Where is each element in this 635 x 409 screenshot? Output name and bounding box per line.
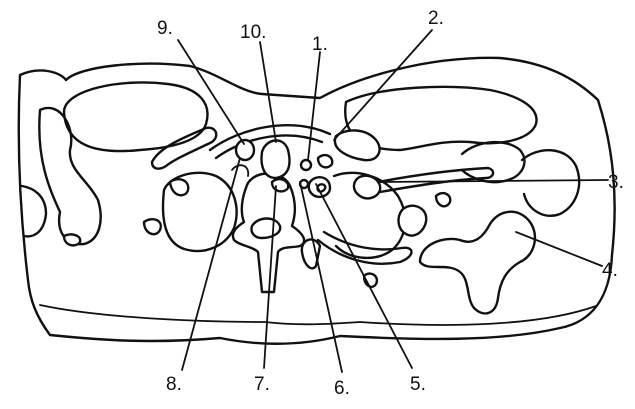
structure-4 [420,212,535,314]
leader-7 [264,186,276,368]
left-lateral-structure [39,108,100,244]
label-7: 7. [254,374,270,395]
structure-10 [262,140,290,178]
left-edge-structure [22,186,46,236]
label-3: 3. [608,172,624,193]
vertebral-canal [251,219,280,239]
left-small-oval [64,234,80,245]
leader-1 [308,52,320,160]
label-1: 1. [312,34,328,55]
inner-contour [40,305,596,325]
label-5: 5. [410,374,426,395]
structure-8-band [232,165,248,176]
structure-2 [335,130,380,160]
upper-left-region [64,82,207,151]
label-8: 8. [166,374,182,395]
structure-1 [301,160,311,170]
label-10: 10. [240,22,266,43]
label-9: 9. [157,18,173,39]
left-small-blob-a [170,179,188,195]
leader-6 [300,182,342,372]
leader-5 [316,184,412,368]
structure-3-band [378,168,493,192]
structure-3-blob [354,176,380,199]
structure-10-small [272,179,288,191]
label-2: 2. [428,8,444,29]
right-small-blob [436,193,450,206]
left-small-blob-b [144,219,161,234]
structure-9 [236,140,254,160]
right-mid-blob [399,206,427,236]
leader-3 [378,180,608,182]
label-4: 4. [602,260,618,281]
label-6: 6. [334,378,350,399]
right-lateral-oval [522,150,579,216]
structure-2-small [318,155,332,167]
